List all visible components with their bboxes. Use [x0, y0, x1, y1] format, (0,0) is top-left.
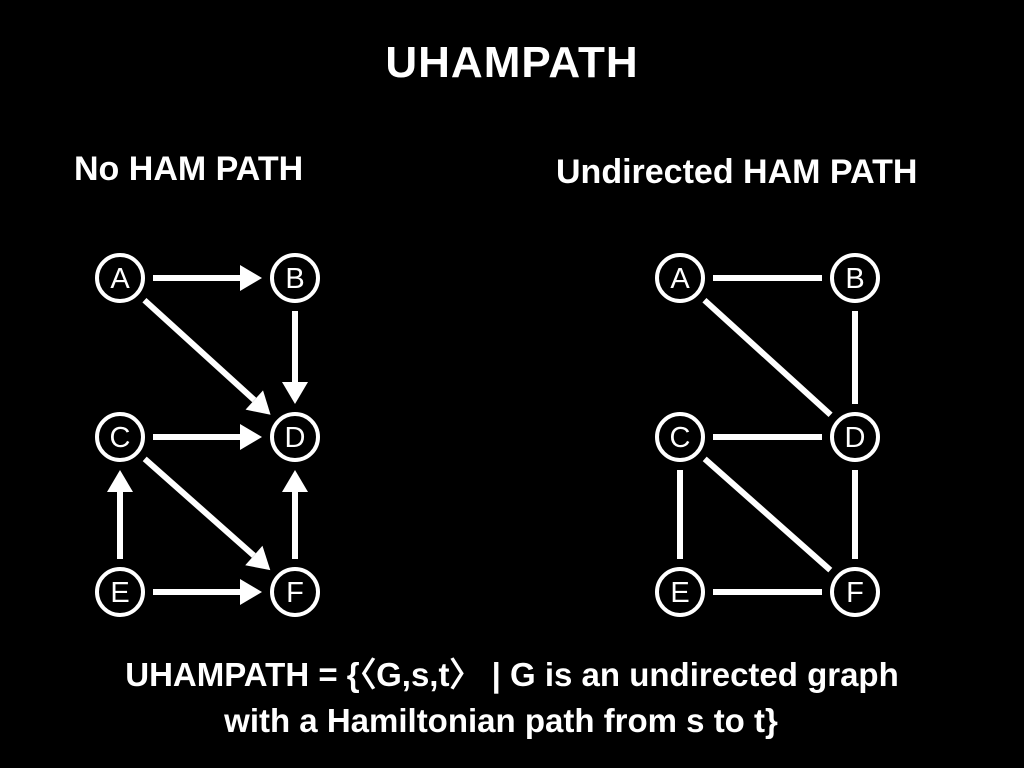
left-graph-edge-f-d-arrowhead	[282, 470, 308, 492]
left-graph-node-b: B	[270, 253, 320, 303]
left-graph-node-a-circle	[95, 253, 145, 303]
slide-title: UHAMPATH	[385, 38, 639, 87]
right-graph-node-e-circle	[655, 567, 705, 617]
left-graph-node-f-label: F	[286, 577, 304, 609]
right-graph-node-d-circle	[830, 412, 880, 462]
definition-line-1: UHAMPATH = {〈G,s,t〉 | G is an undirected…	[125, 656, 899, 693]
definition-line-2: with a Hamiltonian path from s to t}	[224, 702, 778, 739]
right-graph-node-c-label: C	[670, 422, 691, 454]
left-graph-edge-a-b-arrowhead	[240, 265, 262, 291]
left-graph-edge-a-d-arrowhead	[245, 390, 271, 415]
right-graph-heading: Undirected HAM PATH	[556, 153, 918, 191]
left-graph-node-d: D	[270, 412, 320, 462]
right-graph-edge-a-d	[702, 297, 833, 418]
left-graph-node-a-label: A	[110, 263, 130, 295]
left-graph-node-d-circle	[270, 412, 320, 462]
right-graph-node-f-label: F	[846, 577, 864, 609]
left-graph-edge-c-f	[142, 456, 256, 558]
right-graph: A B C D E F	[655, 253, 880, 617]
left-graph: A B C D E F	[95, 253, 320, 617]
left-graph-edge-c-d-arrowhead	[240, 424, 262, 450]
left-graph-edge-e-c-arrowhead	[107, 470, 133, 492]
right-graph-node-a-label: A	[670, 263, 690, 295]
left-graph-node-d-label: D	[285, 422, 306, 454]
right-graph-node-d: D	[830, 412, 880, 462]
right-graph-edge-c-f	[702, 456, 833, 573]
left-graph-heading: No HAM PATH	[74, 150, 304, 188]
left-graph-edge-c-f-arrowhead	[245, 545, 271, 571]
left-graph-node-c-circle	[95, 412, 145, 462]
right-graph-node-a: A	[655, 253, 705, 303]
left-graph-node-b-label: B	[285, 263, 304, 295]
left-graph-node-c-label: C	[110, 422, 131, 454]
left-graph-node-e-label: E	[110, 577, 129, 609]
right-graph-node-e: E	[655, 567, 705, 617]
left-graph-node-f: F	[270, 567, 320, 617]
left-graph-node-a: A	[95, 253, 145, 303]
left-graph-node-c: C	[95, 412, 145, 462]
right-graph-node-c: C	[655, 412, 705, 462]
left-graph-edge-e-f-arrowhead	[240, 579, 262, 605]
right-graph-node-b: B	[830, 253, 880, 303]
left-graph-node-e: E	[95, 567, 145, 617]
right-graph-node-f-circle	[830, 567, 880, 617]
right-graph-node-a-circle	[655, 253, 705, 303]
left-graph-node-b-circle	[270, 253, 320, 303]
right-graph-node-b-label: B	[845, 263, 864, 295]
uhampath-definition: UHAMPATH = {〈G,s,t〉 | G is an undirected…	[0, 652, 1024, 744]
right-graph-node-b-circle	[830, 253, 880, 303]
right-graph-node-e-label: E	[670, 577, 689, 609]
right-graph-node-f: F	[830, 567, 880, 617]
left-graph-node-e-circle	[95, 567, 145, 617]
right-graph-node-d-label: D	[845, 422, 866, 454]
left-graph-edge-a-d	[142, 297, 257, 403]
left-graph-node-f-circle	[270, 567, 320, 617]
right-graph-node-c-circle	[655, 412, 705, 462]
left-graph-edge-b-d-arrowhead	[282, 382, 308, 404]
